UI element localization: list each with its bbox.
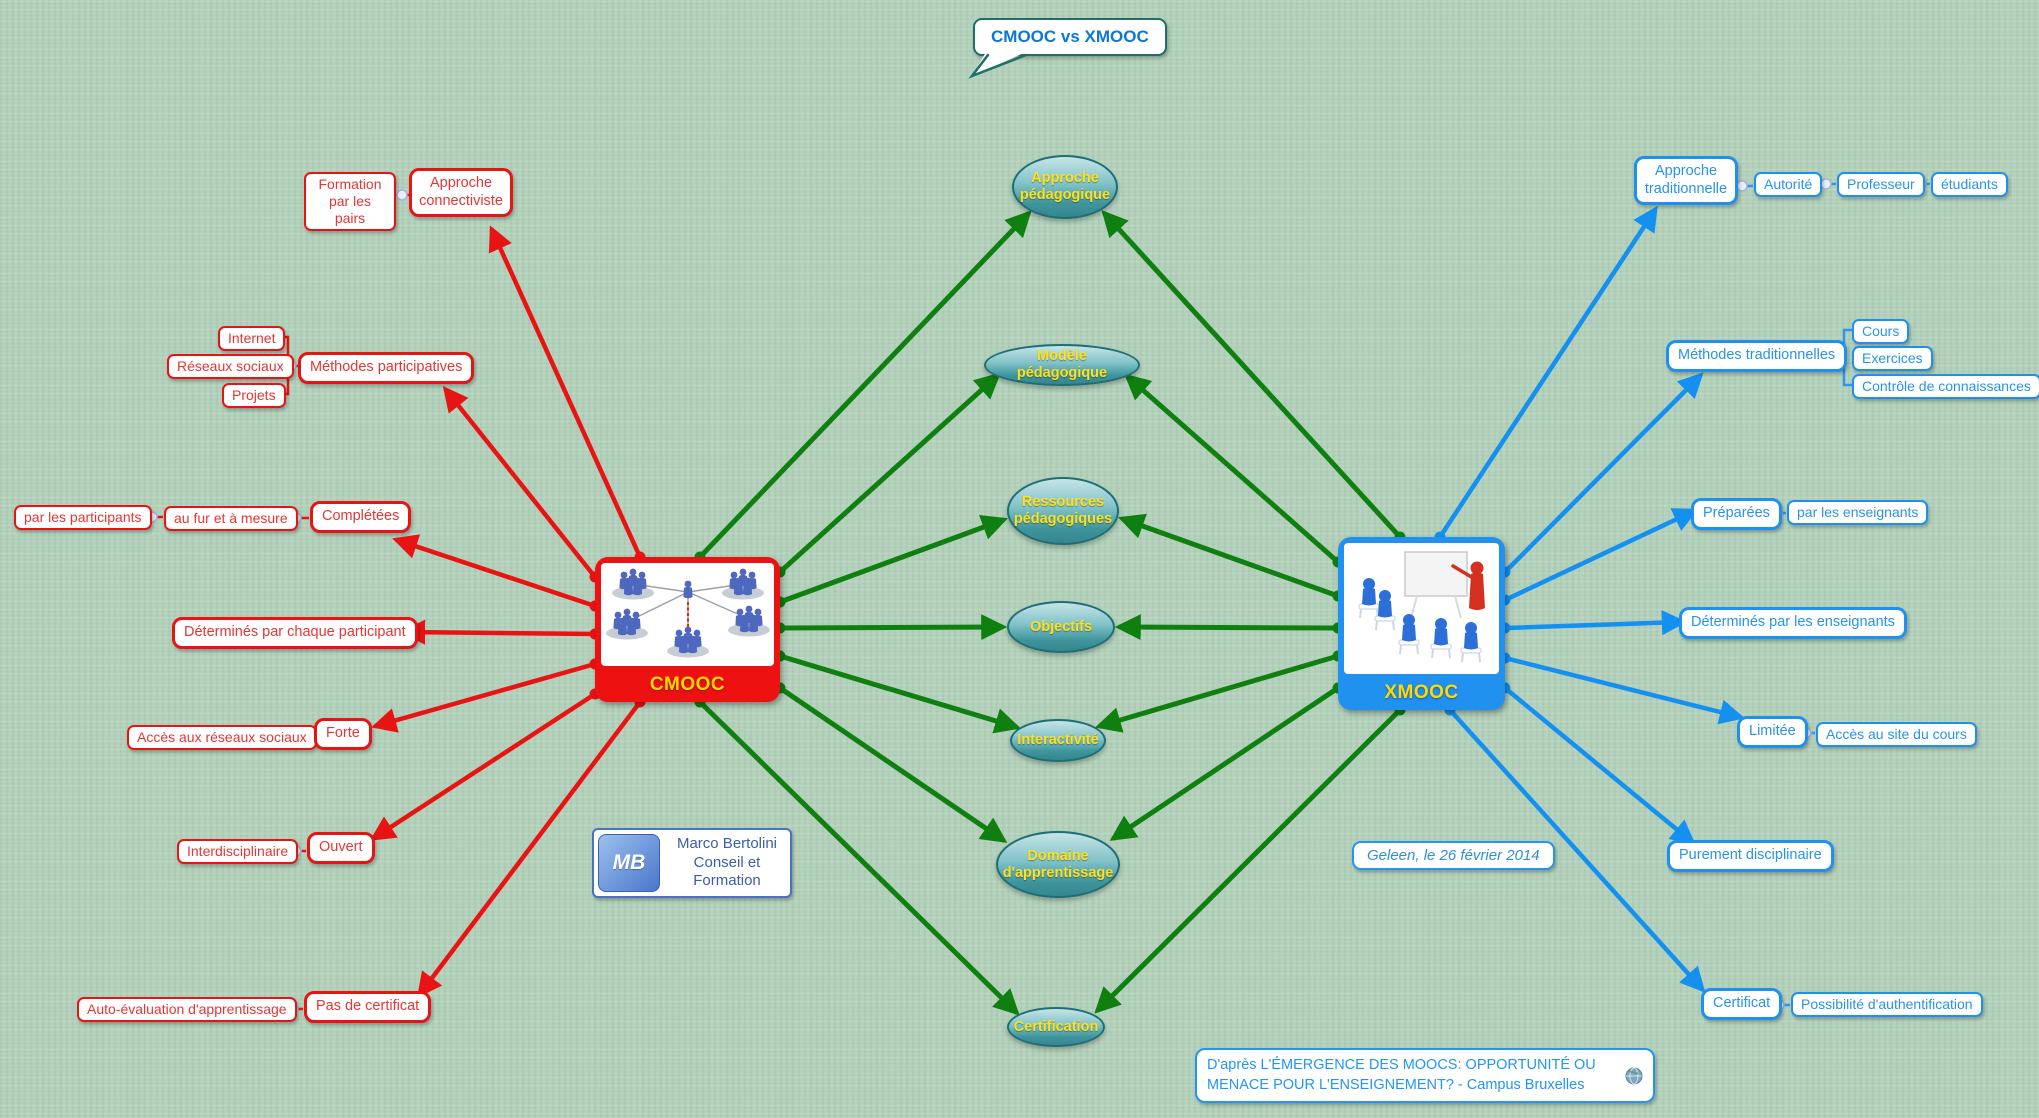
logo-line-3: Formation	[693, 872, 761, 890]
cmooc-branch-arrows	[369, 225, 643, 999]
topic-ressources-pedagogiques[interactable]: Ressources pédagogiques	[1007, 477, 1119, 545]
node-acces-aux-reseaux-sociaux[interactable]: Accès aux réseaux sociaux	[127, 725, 317, 751]
topic-certification[interactable]: Certification	[1007, 1007, 1105, 1047]
node-methodes-participatives[interactable]: Méthodes participatives	[298, 352, 475, 384]
cmooc-network-image	[601, 563, 774, 666]
cmooc-node[interactable]: CMOOC	[595, 557, 780, 702]
node-projets[interactable]: Projets	[222, 383, 286, 409]
collapse-control[interactable]	[396, 189, 408, 201]
node-limitee[interactable]: Limitée	[1737, 716, 1808, 748]
attribution-text: D'après L'ÉMERGENCE DES MOOCS: OPPORTUNI…	[1207, 1057, 1596, 1093]
node-formation-par-les-pairs[interactable]: Formation par les pairs	[304, 172, 396, 232]
node-approche-traditionnelle[interactable]: Approche traditionnelle	[1634, 156, 1738, 206]
node-par-les-enseignants[interactable]: par les enseignants	[1787, 500, 1929, 526]
topic-objectifs[interactable]: Objectifs	[1007, 601, 1115, 653]
node-determines-par-chaque-participant[interactable]: Déterminés par chaque participant	[172, 617, 418, 649]
node-interdisciplinaire[interactable]: Interdisciplinaire	[177, 839, 299, 865]
node-auto-evaluation-apprentissage[interactable]: Auto-évaluation d'apprentissage	[77, 997, 297, 1023]
logo-line-2: Conseil et	[693, 853, 761, 871]
topic-interactivite[interactable]: Interactivité	[1010, 719, 1106, 762]
blue-sibling-links	[1732, 182, 1930, 1007]
xmooc-to-topics-arrows	[1094, 210, 1403, 1014]
xmooc-branch-arrows	[1437, 205, 1745, 993]
node-purement-disciplinaire[interactable]: Purement disciplinaire	[1667, 840, 1834, 872]
node-au-fur-et-a-mesure[interactable]: au fur et à mesure	[164, 506, 298, 532]
node-ouvert[interactable]: Ouvert	[307, 832, 375, 864]
node-cours[interactable]: Cours	[1852, 319, 1910, 345]
mb-monogram: MB	[598, 834, 660, 892]
node-par-les-participants[interactable]: par les participants	[14, 505, 152, 531]
node-professeur[interactable]: Professeur	[1837, 172, 1925, 198]
node-preparees[interactable]: Préparées	[1691, 498, 1782, 530]
cmooc-label: CMOOC	[649, 674, 726, 695]
node-acces-au-site-du-cours[interactable]: Accès au site du cours	[1816, 722, 1977, 748]
logo-line-1: Marco Bertolini	[676, 834, 778, 852]
xmooc-classroom-image	[1344, 543, 1499, 674]
node-reseaux-sociaux[interactable]: Réseaux sociaux	[167, 354, 294, 380]
xmooc-node[interactable]: XMOOC	[1338, 537, 1505, 710]
node-possibilite-authentification[interactable]: Possibilité d'authentification	[1791, 992, 1983, 1018]
node-controle-de-connaissances[interactable]: Contrôle de connaissances	[1852, 374, 2039, 400]
node-determines-par-les-enseignants[interactable]: Déterminés par les enseignants	[1679, 607, 1907, 639]
node-internet[interactable]: Internet	[218, 326, 286, 352]
marco-bertolini-logo: MB Marco Bertolini Conseil et Formation	[592, 828, 792, 898]
topic-modele-pedagogique[interactable]: Modèle pédagogique	[984, 344, 1140, 386]
attribution-box[interactable]: D'après L'ÉMERGENCE DES MOOCS: OPPORTUNI…	[1195, 1048, 1655, 1104]
map-title[interactable]: CMOOC vs XMOOC	[973, 18, 1167, 56]
topic-approche-pedagogique[interactable]: Approche pédagogique	[1012, 155, 1118, 219]
topic-domaine-apprentissage[interactable]: Domaine d'apprentissage	[996, 831, 1120, 898]
node-certificat[interactable]: Certificat	[1701, 988, 1783, 1020]
node-autorite[interactable]: Autorité	[1754, 172, 1823, 198]
node-methodes-traditionnelles[interactable]: Méthodes traditionnelles	[1666, 340, 1848, 372]
collapse-control[interactable]	[1736, 180, 1748, 192]
red-sibling-links	[142, 193, 412, 1011]
date-note: Geleen, le 26 février 2014	[1352, 841, 1555, 870]
logo-text: Marco Bertolini Conseil et Formation	[668, 835, 786, 891]
node-completees[interactable]: Complétées	[310, 501, 412, 533]
node-approche-connectiviste[interactable]: Approche connectiviste	[409, 168, 513, 218]
node-exercices[interactable]: Exercices	[1852, 346, 1933, 372]
globe-icon[interactable]	[1625, 1067, 1643, 1085]
cmooc-to-topics-arrows	[697, 210, 1032, 1016]
xmooc-label: XMOOC	[1384, 682, 1459, 703]
node-forte[interactable]: Forte	[314, 718, 372, 750]
node-pas-de-certificat[interactable]: Pas de certificat	[304, 991, 432, 1023]
collapse-control[interactable]	[1820, 178, 1832, 190]
node-etudiants[interactable]: étudiants	[1931, 172, 2008, 198]
